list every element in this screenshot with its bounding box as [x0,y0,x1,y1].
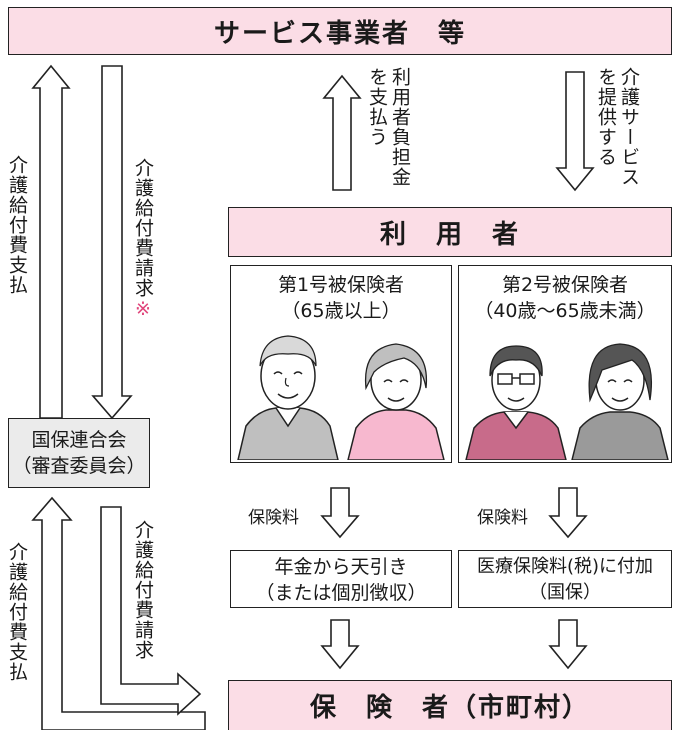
users-bar: 利 用 者 [228,207,672,257]
collection-1-alt: （または個別徴収） [255,582,427,604]
care-benefit-claim-label-bottom: 介護給付費請求 [132,520,154,660]
care-benefit-payment-label-bottom: 介護給付費支払 [6,542,28,682]
collection-2-method: 医療保険料(税)に付加 [476,556,654,577]
collection-1-method: 年金から天引き [274,556,408,578]
insured-1-title: 第1号被保険者 [277,274,405,296]
pay-share-label-a: を支払う [366,67,388,147]
review-body-sub: （審査委員会） [12,455,146,477]
collect-2-arrow [548,619,588,670]
middle-aged-man-illustration [465,345,567,460]
elderly-woman-illustration [347,343,445,460]
premium-1-arrow [320,487,360,539]
care-benefit-payment-label-top: 介護給付費支払 [6,155,28,295]
user-pay-up-arrow [322,74,362,191]
premium-2-arrow [548,487,588,539]
care-benefit-claim-label-top: 介護給付費請求※ [132,158,154,321]
middle-aged-woman-illustration [571,343,669,460]
provide-service-label-a: を提供する [595,67,617,167]
payment-elbow-arrow [31,496,206,730]
claim-elbow-arrow [100,506,202,716]
collection-2-box: 医療保険料(税)に付加 （国保） [458,550,672,608]
pay-share-label-b: 利用者負担金 [389,67,411,187]
provide-service-label-b: 介護サービス [618,67,640,187]
care-benefit-claim-text: 介護給付費請求 [132,158,154,298]
collect-1-arrow [320,619,360,670]
insured-2-age: （40歳〜65歳未満） [474,300,656,322]
insured-1-age: （65歳以上） [281,300,401,322]
payment-up-arrow [31,64,71,419]
collection-1-box: 年金から天引き （または個別徴収） [230,550,452,608]
claim-note-mark: ※ [132,298,154,321]
service-down-arrow [555,71,595,192]
review-body-box: 国保連合会 （審査委員会） [8,418,150,488]
premium-label-2: 保険料 [477,508,528,528]
insurer-label: 保 険 者（市町村） [309,693,590,723]
insured-2-title: 第2号被保険者 [501,274,629,296]
service-providers-label: サービス事業者 等 [213,18,466,49]
insurer-bar: 保 険 者（市町村） [228,680,672,730]
premium-label-1: 保険料 [248,508,299,528]
users-label: 利 用 者 [379,219,520,250]
collection-2-scope: （国保） [529,582,601,603]
claim-down-arrow [91,65,133,420]
review-body-name: 国保連合会 [31,429,127,451]
elderly-man-illustration [237,335,339,460]
service-providers-bar: サービス事業者 等 [8,7,672,55]
